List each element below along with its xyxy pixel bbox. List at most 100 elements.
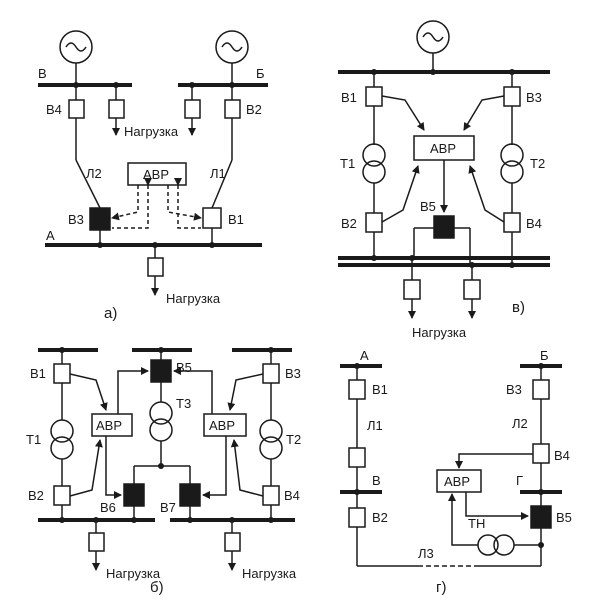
breaker-b5-filled [433,215,455,239]
panel-a-labels: В Б В4 В2 Нагрузка Л2 Л1 АВР В3 В1 А Наг… [38,66,265,322]
transformer-t2-icon [259,419,283,443]
label-l3: Л3 [418,546,434,561]
label-b6: В6 [100,500,116,515]
label-bus-a: А [360,348,369,363]
breaker-b7-filled [179,483,201,507]
panel-g-labels: А Б В1 В3 Л1 Л2 В4 В Г АВР В2 В5 ТН Л3 г… [360,348,572,596]
breaker-b4 [503,212,521,233]
breaker-b1 [365,86,383,107]
transformer-t1-icon [362,143,386,167]
breaker-b3 [262,363,280,384]
label-b2: В2 [341,216,357,231]
load-label-top: Нагрузка [124,124,179,139]
label-b4: В4 [526,216,542,231]
label-b7: В7 [160,500,176,515]
label-b4: В4 [554,448,570,463]
label-t1: Т1 [26,432,41,447]
load-label-right: Нагрузка [242,566,297,581]
panel-v-labels: В1 В3 Т1 Т2 АВР В5 В2 В4 Нагрузка в) [340,90,545,340]
load-breaker [147,257,164,277]
label-t3: Т3 [176,396,191,411]
transformer-t2-icon [500,160,524,184]
avr-unit-b-left [91,413,133,437]
sine-wave-icon [422,32,444,42]
breaker-b6-filled [123,483,145,507]
panel-g [340,363,562,567]
label-b3: В3 [68,212,84,227]
panel-v [338,20,550,319]
label-t2: Т2 [286,432,301,447]
avr-unit-g [436,469,482,493]
label-b3: В3 [506,382,522,397]
label-l2: Л2 [86,166,102,181]
load-label-bottom: Нагрузка [166,291,221,306]
avr-unit-a [127,162,187,186]
breaker-b5-filled [150,359,172,383]
caption-g: г) [436,579,446,596]
load-label: Нагрузка [412,325,467,340]
label-b1: В1 [30,366,46,381]
breaker-b4 [532,443,550,464]
transformer-t2-icon [500,143,524,167]
caption-b: б) [150,579,164,596]
panel-b-labels: В1 В3 В5 Т3 Т1 Т2 АВР АВР В2 В4 В6 В7 На… [26,360,301,596]
label-b4: В4 [46,102,62,117]
breaker-b3 [532,379,550,400]
breaker-b2 [224,99,241,119]
panel-b [38,347,295,571]
transformer-t1-icon [362,160,386,184]
breaker-b2 [53,485,71,506]
label-bus-b: Б [540,348,549,363]
label-b5: В5 [556,510,572,525]
breaker-b2 [348,507,366,528]
label-t1: Т1 [340,156,355,171]
breaker-b1 [53,363,71,384]
transformer-t1-icon [50,419,74,443]
avr-label-b-left: АВР [96,418,122,433]
label-b2: В2 [246,102,262,117]
avr-label-a: АВР [143,167,169,182]
label-b1: В1 [372,382,388,397]
label-l1: Л1 [367,418,383,433]
load-label-left: Нагрузка [106,566,161,581]
panel-a [38,30,268,296]
label-b2: В2 [372,510,388,525]
avr-unit-b-right [203,413,247,437]
load-breaker [184,99,201,119]
voltage-transformer-icon [493,534,515,556]
line-breaker [348,447,366,468]
avr-unit-v [413,135,475,161]
transformer-t2-icon [259,436,283,460]
transformer-t1-icon [50,436,74,460]
breaker-b4 [262,485,280,506]
label-bus-b: Б [256,66,265,81]
breaker-b3-filled [89,207,111,231]
transformer-t3-icon [149,418,173,442]
avr-label-g: АВР [444,474,470,489]
avr-label-b-right: АВР [209,418,235,433]
breaker-b3 [503,86,521,107]
load-breaker [463,279,481,300]
breaker-b1 [348,379,366,400]
label-l2: Л2 [512,416,528,431]
breaker-b4 [68,99,85,119]
breaker-b2 [365,212,383,233]
load-breaker [224,532,241,552]
label-bus-v: В [38,66,47,81]
sine-wave-icon [221,42,243,52]
breaker-b1 [202,207,222,229]
label-bus-v: В [372,473,381,488]
label-b1: В1 [228,212,244,227]
caption-v: в) [512,299,525,316]
label-b2: В2 [28,488,44,503]
transformer-t3-icon [149,401,173,425]
load-breaker [88,532,105,552]
label-b4: В4 [284,488,300,503]
load-breaker [403,279,421,300]
label-b3: В3 [285,366,301,381]
caption-a: а) [104,305,117,322]
avr-label-v: АВР [430,141,456,156]
label-t2: Т2 [530,156,545,171]
